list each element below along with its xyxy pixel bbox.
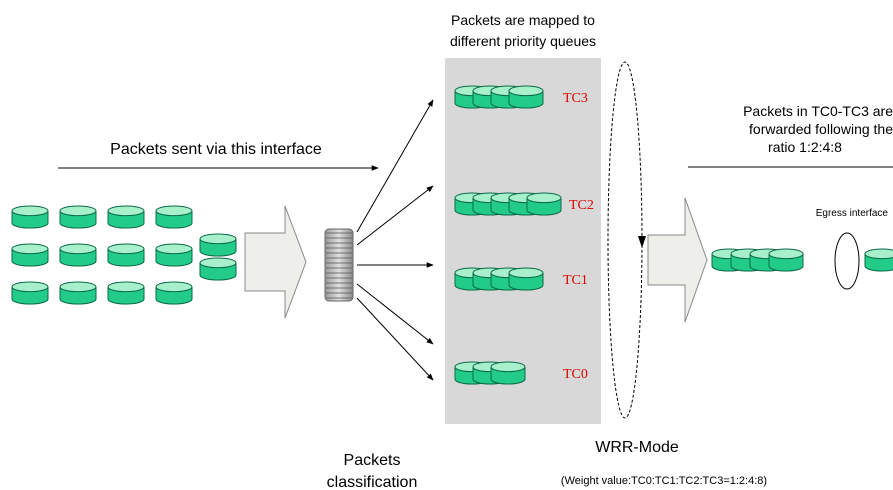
packet-icon [768,248,804,272]
wrr-arrow-head [638,236,646,248]
mapped-label-line1: Packets are mapped to [451,12,595,28]
packet-icon [107,205,145,229]
packet-icon [199,233,237,257]
packet-icon [199,257,237,281]
egress-label: Egress interface [816,208,889,219]
packet-icon [11,281,49,305]
forward-label-line1: Packets in TC0-TC3 are [743,103,893,119]
input-packets [11,205,237,305]
queue-tc3: TC3 [454,85,588,109]
packet-icon [526,192,562,216]
packet-icon [107,281,145,305]
packet-icon [59,205,97,229]
queue-tc1: TC1 [454,267,588,291]
packet-icon [59,281,97,305]
classification-label-line2: classification [327,474,418,490]
classification-label-line1: Packets [344,452,401,469]
queue-tc2: TC2 [454,192,594,216]
wrr-mode-label: WRR-Mode [595,439,679,456]
forward-label-line2: forwarded following the [749,121,893,137]
sent-label: Packets sent via this interface [110,141,322,158]
packet-icon [508,267,544,291]
packet-icon [11,205,49,229]
input-block-arrow [244,205,307,319]
classification-arrows [356,99,434,381]
packet-icon [155,205,193,229]
wrr-scheduler-ellipse [607,61,643,419]
forward-label-line3: ratio 1:2:4:8 [768,139,842,155]
queue-label-tc1: TC1 [563,273,588,288]
packet-icon [508,85,544,109]
weight-label: (Weight value:TC0:TC1:TC2:TC3=1:2:4:8) [561,475,767,487]
packet-icon [155,281,193,305]
output-block-arrow [647,197,708,323]
packet-icon [11,243,49,267]
queue-label-tc0: TC0 [563,367,588,382]
packet-icon [107,243,145,267]
packet-icon [490,361,526,385]
queue-label-tc3: TC3 [563,91,588,106]
packet-icon [155,243,193,267]
packet-icon [864,248,893,272]
queue-tc0: TC0 [454,361,588,385]
egress-interface-ellipse [834,232,860,290]
mapped-label-line2: different priority queues [450,33,596,49]
egress-packet [864,248,893,272]
packet-icon [59,243,97,267]
queue-label-tc2: TC2 [569,198,594,213]
output-packets [711,248,804,272]
classifier-icon [324,228,354,302]
